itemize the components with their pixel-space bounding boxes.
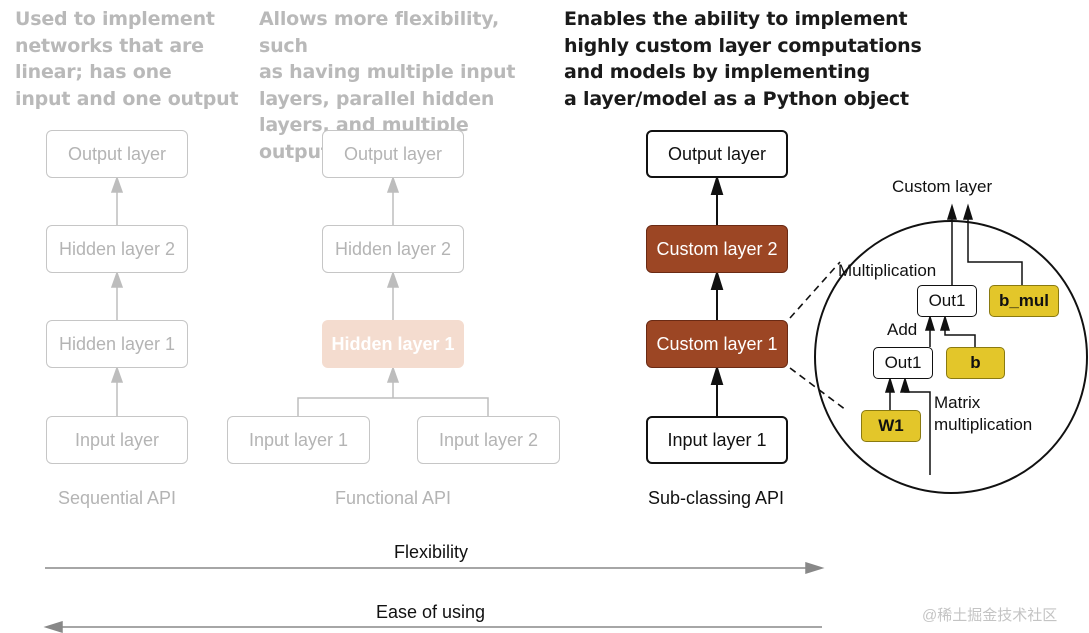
- detail-b-param: b: [946, 347, 1005, 379]
- detail-arrows: [884, 203, 1023, 475]
- detail-multiplication-label: Multiplication: [838, 261, 937, 280]
- functional-api-label: Functional API: [334, 488, 452, 508]
- subclassing-input-layer-1: Input layer 1: [646, 416, 788, 464]
- detail-add-label: Add: [887, 320, 918, 339]
- subclassing-caption: Enables the ability to implement highly …: [564, 8, 922, 110]
- subclassing-output-layer: Output layer: [646, 130, 788, 178]
- sequential-arrows: [110, 175, 124, 416]
- functional-hidden-layer-1: Hidden layer 1: [322, 320, 464, 368]
- detail-custom-layer-title: Custom layer: [892, 177, 993, 196]
- detail-matrix-multiplication-label: multiplication: [934, 415, 1033, 434]
- detail-matrix-label: Matrix: [934, 393, 981, 412]
- detail-w1-param: W1: [861, 410, 921, 442]
- detail-out1-bottom: Out1: [873, 347, 933, 379]
- watermark-text: @稀土掘金技术社区: [922, 607, 1058, 624]
- sequential-caption: Used to implement networks that are line…: [15, 8, 239, 110]
- functional-input-layer-2: Input layer 2: [417, 416, 560, 464]
- sequential-hidden-layer-1: Hidden layer 1: [46, 320, 188, 368]
- custom-layer-2: Custom layer 2: [646, 225, 788, 273]
- flexibility-axis-label: Flexibility: [394, 542, 469, 562]
- zoom-dashed-lines: [789, 261, 847, 411]
- detail-b-mul-param: b_mul: [989, 285, 1059, 317]
- sequential-hidden-layer-2: Hidden layer 2: [46, 225, 188, 273]
- functional-hidden-layer-2: Hidden layer 2: [322, 225, 464, 273]
- functional-arrows: [297, 175, 489, 416]
- subclassing-api-label: Sub-classing API: [647, 488, 785, 508]
- ease-of-using-axis-label: Ease of using: [376, 602, 486, 622]
- sequential-input-layer: Input layer: [46, 416, 188, 464]
- custom-layer-1: Custom layer 1: [646, 320, 788, 368]
- functional-caption: Allows more flexibility, such as having …: [259, 8, 516, 163]
- functional-output-layer: Output layer: [322, 130, 464, 178]
- sequential-output-layer: Output layer: [46, 130, 188, 178]
- sequential-api-label: Sequential API: [57, 488, 177, 508]
- zoom-circle: [814, 220, 1088, 494]
- detail-out1-top: Out1: [917, 285, 977, 317]
- functional-input-layer-1: Input layer 1: [227, 416, 370, 464]
- axis-arrows: [43, 561, 825, 633]
- subclassing-arrows: [710, 174, 724, 416]
